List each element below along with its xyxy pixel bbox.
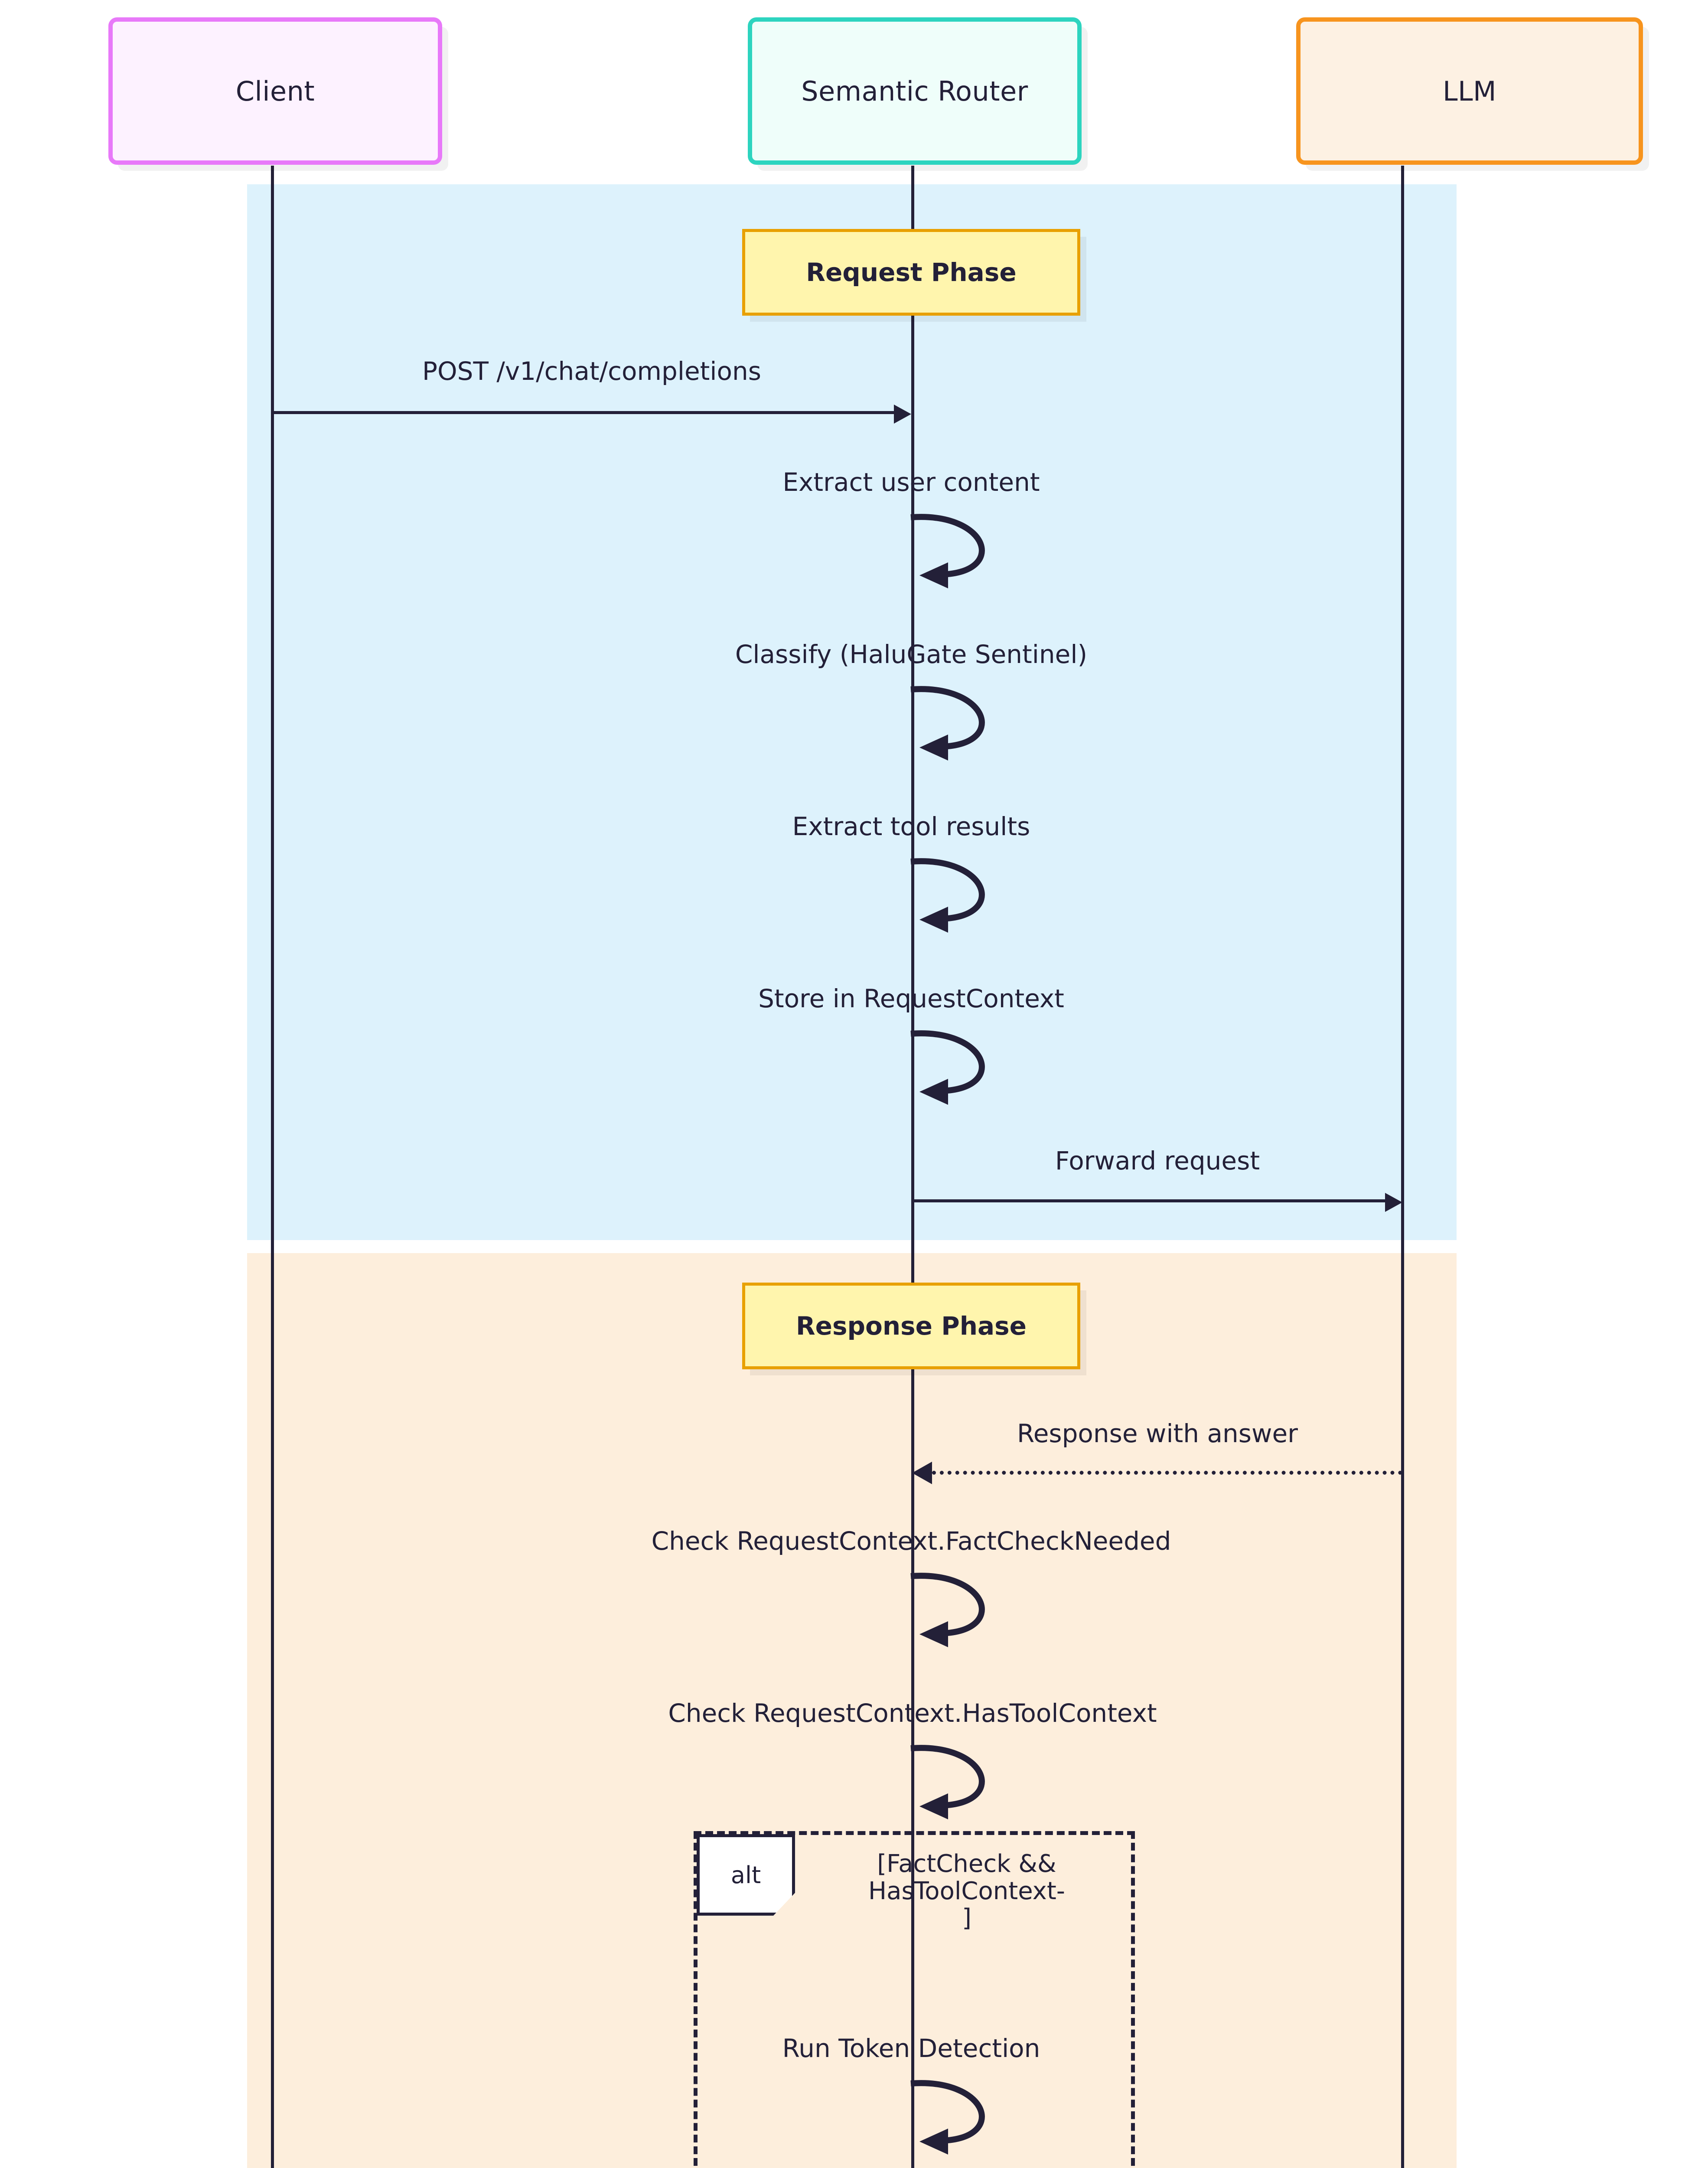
message-label-m1: POST /v1/chat/completions [422,356,761,386]
lifeline-llm [1401,166,1404,2168]
message-label-m9: Check RequestContext.HasToolContext [668,1698,1157,1728]
response-phase-background [247,1253,1457,2168]
self-loop-m5 [910,1030,985,1105]
alt-condition-branch-1: [FactCheck && HasToolContext- ] [868,1850,1065,1933]
participant-router-top[interactable]: Semantic Router [748,17,1082,165]
note-label: Response Phase [795,1311,1027,1341]
message-arrowhead-m1 [894,405,911,424]
self-loop-m9 [910,1745,985,1819]
note-response-phase: Response Phase [742,1283,1080,1369]
message-arrowhead-m7 [912,1462,932,1484]
alt-tag: alt [697,1834,795,1916]
message-label-m6: Forward request [1055,1146,1260,1175]
alt-fragment [694,1831,1135,2168]
message-label-m10: Run Token Detection [782,2034,1040,2063]
lifeline-client [271,166,274,2168]
participant-label: Semantic Router [801,75,1028,107]
message-label-m3: Classify (HaluGate Sentinel) [735,640,1088,669]
message-line-m6 [913,1199,1385,1202]
lifeline-router [911,166,914,2168]
message-label-m8: Check RequestContext.FactCheckNeeded [651,1526,1171,1556]
alt-tag-label: alt [730,1861,761,1889]
message-label-m2: Extract user content [782,467,1040,497]
note-request-phase: Request Phase [742,229,1080,316]
message-arrowhead-m6 [1385,1193,1402,1212]
self-loop-m4 [910,858,985,933]
message-line-m7 [932,1471,1402,1475]
self-loop-m10 [910,2080,985,2155]
message-label-m4: Extract tool results [792,812,1030,841]
message-label-m7: Response with answer [1017,1419,1298,1448]
self-loop-m8 [910,1573,985,1647]
self-loop-m3 [910,686,985,761]
request-phase-background [247,184,1457,1240]
message-label-m5: Store in RequestContext [758,984,1064,1013]
self-loop-m2 [910,514,985,588]
participant-label: Client [235,75,315,107]
note-label: Request Phase [806,258,1017,287]
participant-client-top[interactable]: Client [108,17,442,165]
participant-llm-top[interactable]: LLM [1296,17,1643,165]
participant-label: LLM [1442,75,1497,107]
message-line-m1 [272,411,894,414]
